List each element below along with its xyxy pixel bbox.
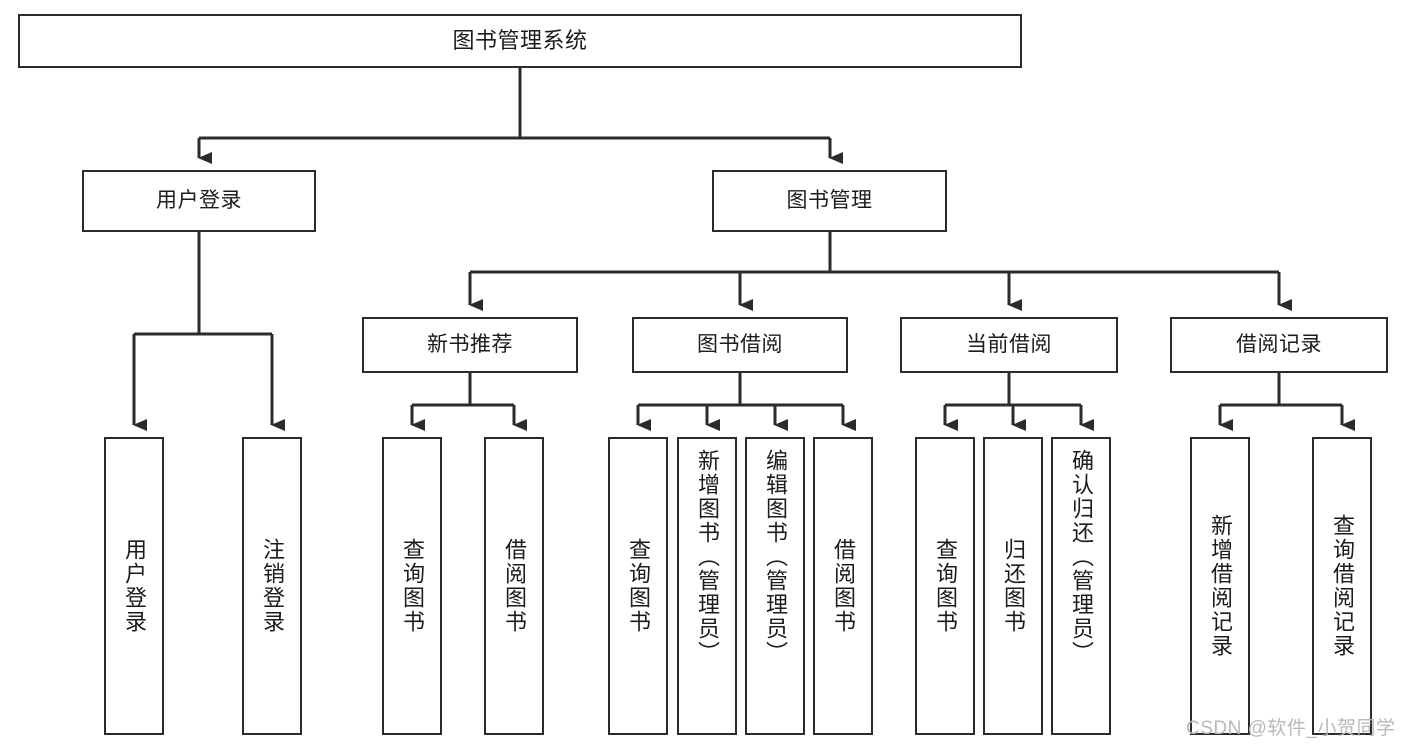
node-label: 查询借阅记录 [1330,514,1355,658]
csdn-watermark: CSDN @软件_小贺同学 [1186,718,1396,739]
node-label: 图书管理系统 [452,28,588,54]
node-leaf-query-book-current[interactable]: 查询图书 [915,437,975,735]
node-label: 图书管理 [786,188,873,212]
node-current-borrow[interactable]: 当前借阅 [900,317,1118,373]
node-label: 新增借阅记录 [1208,514,1233,658]
node-label: 借阅图书 [831,538,856,634]
node-label: 新书推荐 [427,332,513,356]
node-leaf-add-book-admin[interactable]: 新增图书（管理员） [677,437,737,735]
node-leaf-add-borrow-record[interactable]: 新增借阅记录 [1190,437,1250,735]
node-leaf-query-book-borrow[interactable]: 查询图书 [608,437,668,735]
node-label: 归还图书 [1001,538,1026,634]
node-leaf-logout[interactable]: 注销登录 [242,437,302,735]
node-label: 查询图书 [626,538,651,634]
node-leaf-borrow-book[interactable]: 借阅图书 [813,437,873,735]
node-leaf-borrow-book-recommend[interactable]: 借阅图书 [484,437,544,735]
node-borrow-record[interactable]: 借阅记录 [1170,317,1388,373]
node-book-management-system[interactable]: 图书管理系统 [18,14,1022,68]
node-label: 查询图书 [933,538,958,634]
node-label: 注销登录 [260,538,285,634]
node-label: 借阅记录 [1236,332,1322,356]
node-label: 图书借阅 [697,332,783,356]
node-label: 借阅图书 [502,538,527,634]
node-leaf-query-book-recommend[interactable]: 查询图书 [382,437,442,735]
node-label: 当前借阅 [966,332,1052,356]
node-label: 用户登录 [122,538,147,634]
node-label: 新增图书（管理员） [695,449,720,665]
node-label: 确认归还（管理员） [1069,449,1094,665]
node-leaf-edit-book-admin[interactable]: 编辑图书（管理员） [745,437,805,735]
node-leaf-return-book[interactable]: 归还图书 [983,437,1043,735]
node-user-login[interactable]: 用户登录 [82,170,316,232]
node-label: 查询图书 [400,538,425,634]
node-label: 用户登录 [156,188,242,212]
node-new-book-recommend[interactable]: 新书推荐 [362,317,578,373]
node-label: 编辑图书（管理员） [763,449,788,665]
node-book-borrow[interactable]: 图书借阅 [632,317,848,373]
node-leaf-query-borrow-record[interactable]: 查询借阅记录 [1312,437,1372,735]
node-leaf-confirm-return-admin[interactable]: 确认归还（管理员） [1051,437,1111,735]
node-book-management[interactable]: 图书管理 [712,170,947,232]
node-leaf-user-login[interactable]: 用户登录 [104,437,164,735]
